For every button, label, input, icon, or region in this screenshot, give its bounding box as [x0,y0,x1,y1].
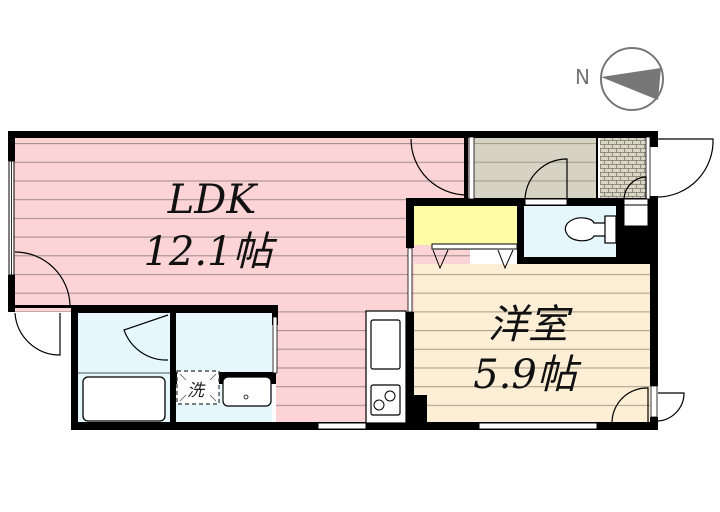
windows [8,136,658,430]
room-western-floor [414,264,650,426]
door-toilet-panel[interactable] [524,198,568,206]
room-western-label: 洋室 5.9帖 [473,302,582,398]
door-western-balcony[interactable] [611,387,649,425]
entrance-hall-floor [474,137,598,200]
room-ldk-label: LDK 12.1帖 [143,177,277,275]
door-genkan-inner[interactable] [623,176,647,200]
door-ldk-hall[interactable] [410,138,468,196]
stove-icon [370,384,401,416]
sink-icon [370,319,401,370]
north-arrow-icon [600,47,664,111]
door-bathroom[interactable] [123,314,169,361]
door-ldk-left[interactable] [14,251,71,306]
room-western-name: 洋室 [488,302,573,348]
genkan-tile-floor [600,137,646,200]
room-ldk-size: 12.1帖 [143,229,277,275]
room-ldk-name: LDK [167,177,259,223]
door-western-exterior[interactable] [657,392,685,422]
washer-space: 洗 [176,370,220,405]
kitchen-counter [365,310,407,424]
compass: N [575,47,664,111]
door-toilet[interactable] [524,158,568,200]
room-ldk-floor [14,137,470,312]
washer-label: 洗 [187,381,206,401]
doors [14,138,714,425]
toilet-fixture-icon [564,215,617,244]
closet-floor [413,205,518,245]
compass-north-letter: N [575,65,590,89]
door-entrance[interactable] [657,138,714,198]
room-western-size: 5.9帖 [473,352,582,398]
door-left-exterior[interactable] [14,312,61,356]
bathtub-icon [82,376,166,422]
closet-doors[interactable] [431,243,518,270]
wash-basin-icon [222,376,272,407]
